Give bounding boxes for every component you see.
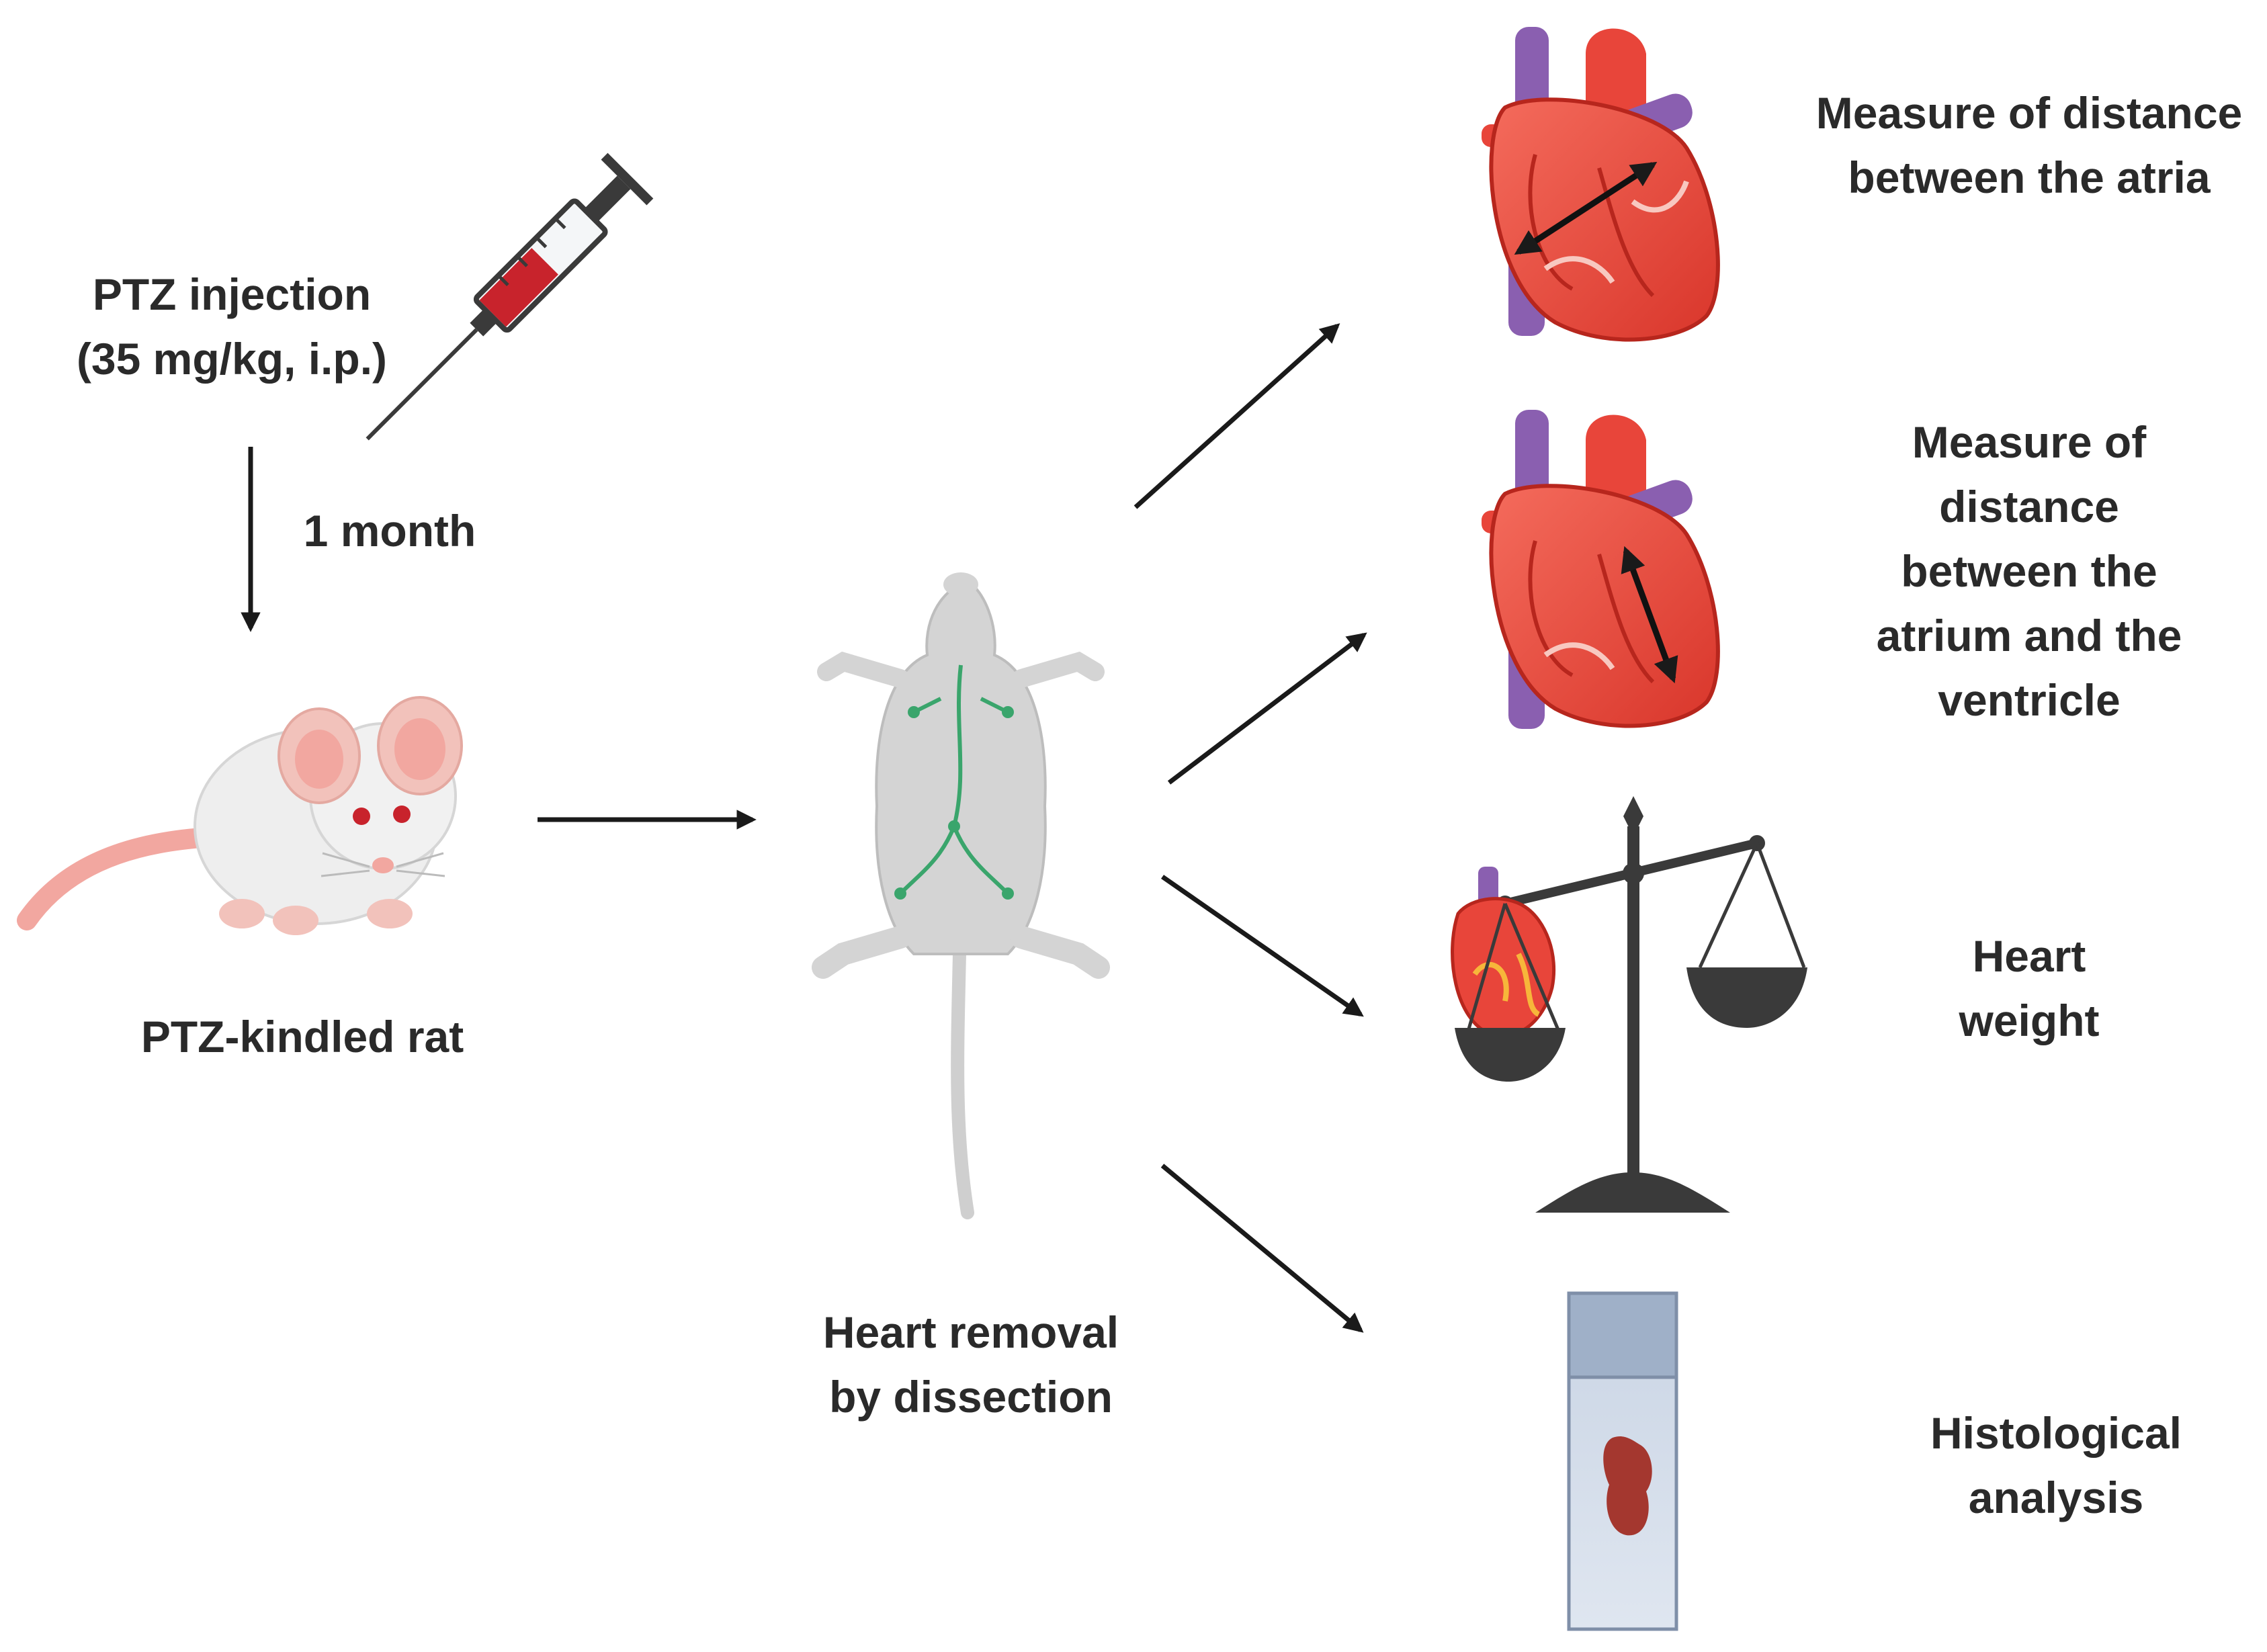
av-distance-line2: distance bbox=[1939, 482, 2119, 531]
av-distance-label: Measure of distance between the atrium a… bbox=[1807, 410, 2251, 732]
heart-weight-line2: weight bbox=[1959, 996, 2100, 1045]
balance-scale-icon bbox=[1451, 796, 1807, 1213]
atria-distance-line2: between the atria bbox=[1848, 153, 2211, 202]
to-av-arrow bbox=[1167, 632, 1367, 785]
heart-av-arrow-icon bbox=[1482, 410, 1720, 729]
av-distance-line5: ventricle bbox=[1938, 675, 2121, 725]
atria-distance-label: Measure of distance between the atria bbox=[1787, 81, 2267, 210]
ptz-injection-label: PTZ injection (35 mg/kg, i.p.) bbox=[40, 262, 423, 391]
heart-removal-label: Heart removal by dissection bbox=[773, 1300, 1169, 1429]
heart-removal-line1: Heart removal bbox=[822, 1307, 1119, 1357]
microscope-slide-icon bbox=[1567, 1291, 1678, 1631]
ptz-injection-line2: (35 mg/kg, i.p.) bbox=[76, 334, 388, 384]
kindled-rat-label: PTZ-kindled rat bbox=[94, 1004, 511, 1069]
to-weight-arrow bbox=[1161, 875, 1364, 1017]
heart-atria-arrow-icon bbox=[1482, 27, 1720, 342]
av-distance-line3: between the bbox=[1901, 546, 2157, 596]
av-distance-line4: atrium and the bbox=[1876, 611, 2182, 660]
kindled-rat-text: PTZ-kindled rat bbox=[140, 1012, 464, 1061]
heart-weight-label: Heart weight bbox=[1901, 924, 2157, 1053]
ptz-injection-line1: PTZ injection bbox=[92, 269, 372, 319]
to-atria-arrow bbox=[1134, 323, 1340, 509]
heart-removal-line2: by dissection bbox=[829, 1372, 1113, 1422]
histology-label: Histological analysis bbox=[1888, 1401, 2224, 1530]
av-distance-line1: Measure of bbox=[1912, 417, 2147, 467]
rat-icon bbox=[17, 696, 463, 935]
histology-line1: Histological bbox=[1930, 1408, 2182, 1458]
histology-line2: analysis bbox=[1968, 1473, 2144, 1522]
duration-text: 1 month bbox=[303, 506, 476, 556]
atria-distance-line1: Measure of distance bbox=[1815, 88, 2243, 138]
to-histology-arrow bbox=[1160, 1164, 1364, 1333]
duration-label: 1 month bbox=[269, 498, 511, 563]
syringe-icon bbox=[366, 153, 654, 441]
dissected-rat-icon bbox=[812, 572, 1110, 1219]
heart-weight-line1: Heart bbox=[1972, 931, 2086, 981]
